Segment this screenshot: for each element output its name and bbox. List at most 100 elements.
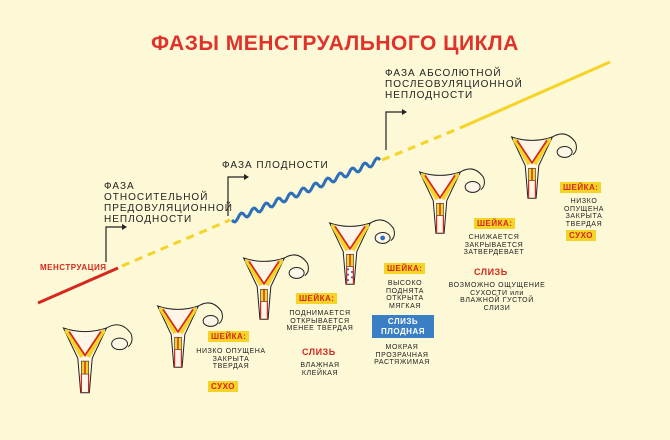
fertility-wavy-line: [230, 156, 382, 224]
desc-line: ЗАТВЕРДЕВАЕТ: [463, 249, 525, 257]
egg-cell: [380, 235, 386, 241]
ovary: [464, 181, 481, 193]
desc-line: МОКРАЯ: [385, 344, 419, 351]
postovulatory-dashed-line: [381, 126, 461, 162]
page-title: ФАЗЫ МЕНСТРУАЛЬНОГО ЦИКЛА: [151, 32, 519, 55]
arrow-fertility: [227, 176, 244, 216]
uterus-lining: [158, 306, 198, 335]
mucus-drop: [346, 279, 350, 282]
fallopian-tube: [552, 133, 577, 156]
arrow-relative-infertility: [105, 226, 122, 262]
cervix-desc-stage-1: НИЗКО ОПУЩЕНА ЗАКРЫТА ТВЕРДАЯ: [196, 348, 266, 371]
ovary: [202, 315, 219, 327]
box-line: ПЛОДНАЯ: [381, 326, 425, 336]
fertility-label: ФАЗА ПЛОДНОСТИ: [222, 160, 329, 171]
desc-line: РАСТЯЖИМАЯ: [374, 359, 430, 367]
vaginal-canal: [260, 301, 268, 320]
mucus-desc-stage-3: МОКРАЯ ПРОЗРАЧНАЯ РАСТЯЖИМАЯ: [368, 344, 436, 367]
uterus-1: [62, 324, 133, 394]
arrow-head: [244, 174, 249, 180]
desc-line: ЗАКРЫТА: [565, 213, 603, 221]
uterus-5: [418, 168, 485, 234]
absolute-infertility-line: [459, 60, 611, 130]
uterus-lining: [64, 329, 106, 358]
desc-line: ПОДНИМАЕТСЯ: [289, 310, 351, 317]
uterus-cavity: [248, 260, 280, 286]
cervix-tag-stage-1: ШЕЙКА:: [208, 331, 250, 342]
cervix-desc-stage-5: НИЗКО ОПУЩЕНА ЗАКРЫТА ТВЕРДАЯ: [550, 198, 618, 229]
mucus-drop: [346, 273, 350, 276]
ovary: [288, 267, 305, 279]
cervix-tag-stage-2: ШЕЙКА:: [296, 293, 338, 304]
mucus-drop: [346, 268, 350, 271]
arrow-absolute-infertility: [385, 111, 402, 150]
preovulatory-dashed-line: [121, 218, 231, 268]
uterus-lining: [512, 137, 552, 166]
uterus-4: [328, 219, 395, 285]
desc-line: ВЫСОКО ПОДНЯТА: [385, 280, 425, 295]
desc-line: ПРОЗРАЧНАЯ: [375, 351, 429, 359]
fallopian-tube: [106, 324, 133, 348]
desc-line: СУХОСТИ или: [470, 289, 524, 297]
desc-line: КЛЕЙКАЯ: [301, 369, 339, 377]
phase-line: НЕПЛОДНОСТИ: [385, 90, 474, 101]
desc-line: МЕНЕЕ ТВЕРДАЯ: [286, 325, 354, 333]
desc-line: МЯГКАЯ: [388, 303, 422, 311]
phase-line: НЕПЛОДНОСТИ: [104, 214, 193, 225]
box-line: СЛИЗЬ: [387, 317, 419, 326]
uterus-cavity: [334, 225, 366, 251]
phase-line: ПРЕДОВУЛЯЦИОННОЙ: [104, 203, 233, 214]
absolute-infertility-label: ФАЗА АБСОЛЮТНОЙ ПОСЛЕОВУЛЯЦИОННОЙ НЕПЛОД…: [385, 68, 523, 101]
cervix-desc-stage-3: ВЫСОКО ПОДНЯТА ОТКРЫТА МЯГКАЯ: [372, 280, 438, 311]
vaginal-canal: [436, 215, 444, 234]
uterus-cavity: [424, 174, 456, 200]
mucus-desc-stage-2: ВЛАЖНАЯ КЛЕЙКАЯ: [292, 362, 348, 377]
uterus-lining: [420, 172, 460, 201]
mucus-drop: [350, 270, 354, 274]
uterus-lining: [244, 258, 284, 287]
uterus-6: [510, 133, 577, 199]
vaginal-canal: [174, 349, 182, 368]
desc-line: ВЛАЖНОЙ ГУСТОЙ СЛИЗИ: [460, 297, 534, 313]
fallopian-tube: [460, 168, 485, 191]
ovary: [556, 146, 573, 158]
uterus-cavity: [68, 331, 102, 357]
mucus-drop: [350, 276, 354, 279]
state-tag-stage-1: СУХО: [208, 381, 238, 392]
fallopian-tube: [284, 254, 309, 277]
mucus-desc-stage-4: ВОЗМОЖНО ОЩУЩЕНИЕ СУХОСТИ или ВЛАЖНОЙ ГУ…: [448, 282, 546, 313]
cervix-desc-stage-4: СНИЖАЕТСЯ ЗАКРЫВАЕТСЯ ЗАТВЕРДЕВАЕТ: [462, 234, 526, 257]
uterus-3: [242, 254, 309, 320]
desc-line: НИЗКО ОПУЩЕНА: [196, 348, 266, 355]
desc-line: ЗАКРЫТА: [212, 355, 250, 363]
desc-line: ТВЕРДАЯ: [212, 363, 250, 371]
phase-line: ОТНОСИТЕЛЬНОЙ: [104, 192, 209, 203]
menstruation-line: [37, 266, 119, 305]
phase-line: ФАЗА: [104, 181, 135, 192]
mucus-label-stage-4: СЛИЗЬ: [474, 267, 508, 277]
desc-line: ВОЗМОЖНО ОЩУЩЕНИЕ: [448, 282, 546, 289]
uterus-2: [156, 302, 223, 368]
menstruation-label: МЕНСТРУАЦИЯ: [40, 263, 107, 272]
cervix-tag-stage-4: ШЕЙКА:: [474, 218, 516, 229]
desc-line: ТВЕРДАЯ: [565, 221, 603, 229]
phase-line: ФАЗА АБСОЛЮТНОЙ: [385, 68, 502, 79]
fallopian-tube: [370, 219, 395, 242]
desc-line: СНИЖАЕТСЯ: [468, 234, 520, 241]
cervix-desc-stage-2: ПОДНИМАЕТСЯ ОТКРЫВАЕТСЯ МЕНЕЕ ТВЕРДАЯ: [282, 310, 358, 333]
desc-line: НИЗКО ОПУЩЕНА: [563, 198, 605, 213]
uterus-lining: [330, 223, 370, 252]
vaginal-canal: [80, 374, 90, 393]
ovary: [111, 337, 128, 351]
desc-line: ОТКРЫТА: [386, 295, 424, 303]
arrow-head: [122, 224, 127, 230]
phase-line: ПОСЛЕОВУЛЯЦИОННОЙ: [385, 79, 523, 90]
cervix-tag-stage-3: ШЕЙКА:: [384, 263, 426, 274]
state-tag-stage-5: СУХО: [566, 230, 596, 241]
desc-line: ЗАКРЫВАЕТСЯ: [464, 241, 524, 249]
desc-line: ОТКРЫВАЕТСЯ: [290, 317, 350, 325]
relative-infertility-label: ФАЗА ОТНОСИТЕЛЬНОЙ ПРЕДОВУЛЯЦИОННОЙ НЕПЛ…: [104, 181, 233, 225]
vaginal-canal: [528, 180, 536, 199]
uterus-cavity: [162, 308, 194, 334]
